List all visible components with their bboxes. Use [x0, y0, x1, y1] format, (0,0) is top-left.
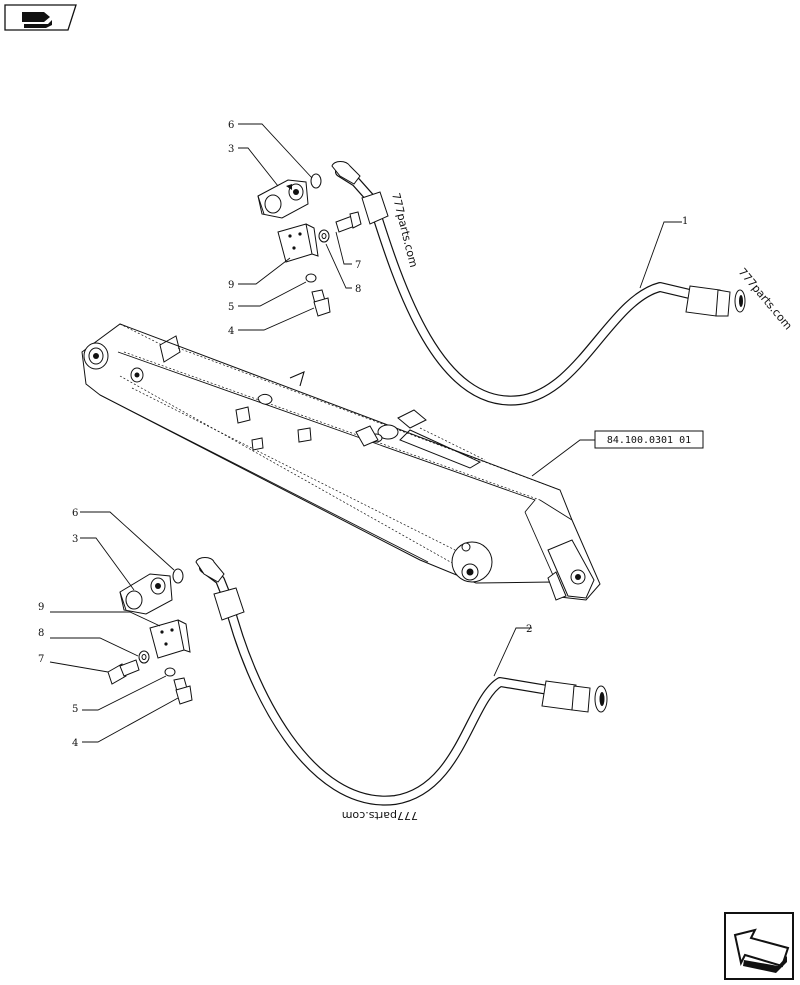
callout-8: 8: [38, 628, 44, 639]
back-arrow-icon[interactable]: [4, 4, 77, 31]
lower-clamp-group: [107, 568, 193, 705]
boom-arm: [81, 323, 601, 601]
callout-2: 2: [526, 624, 532, 635]
watermark: 777parts.com: [342, 809, 418, 822]
callout-3: 3: [228, 144, 234, 155]
upper-clamp-group: [257, 173, 362, 317]
callout-3: 3: [72, 534, 78, 545]
callout-8: 8: [355, 284, 361, 295]
callout-7: 7: [38, 654, 44, 665]
callout-4: 4: [228, 326, 234, 337]
callout-4: 4: [72, 738, 78, 749]
hose-2: [195, 557, 608, 806]
callout-1: 1: [682, 216, 688, 227]
callout-5: 5: [72, 704, 78, 715]
next-page-arrow-icon[interactable]: [724, 912, 794, 980]
callout-9: 9: [38, 602, 44, 613]
callout-5: 5: [228, 302, 234, 313]
callout-6: 6: [228, 120, 234, 131]
callout-7: 7: [355, 260, 361, 271]
reference-link[interactable]: 84.100.0301 01: [594, 430, 704, 449]
callout-9: 9: [228, 280, 234, 291]
callout-6: 6: [72, 508, 78, 519]
hose-1: [331, 161, 746, 406]
leader-lines: [49, 123, 700, 743]
callouts-lower: 6 3 9 8 7 5 4 2: [38, 508, 532, 749]
callouts-upper: 6 3 9 5 4 7 8 1: [228, 120, 688, 337]
reference-label: 84.100.0301 01: [607, 435, 691, 446]
